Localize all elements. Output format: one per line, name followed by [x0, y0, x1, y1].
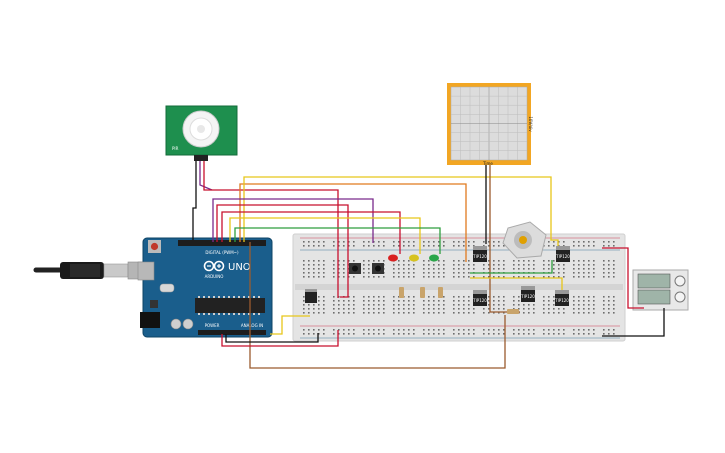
svg-text:TIP120: TIP120 — [555, 254, 570, 259]
wire-black[interactable] — [192, 161, 197, 240]
wire-yellow[interactable] — [470, 277, 563, 292]
dc-power-jack[interactable] — [140, 312, 160, 328]
wire-black[interactable] — [225, 333, 319, 343]
dc-motor[interactable] — [502, 221, 547, 259]
transistor[interactable]: TIP120 — [555, 246, 570, 262]
digital-header-label: DIGITAL (PWM~) — [205, 250, 239, 255]
transistor[interactable] — [305, 289, 317, 303]
crystal — [159, 283, 175, 293]
wire-purple[interactable] — [212, 198, 374, 243]
wire-black[interactable] — [602, 308, 665, 337]
wire-red[interactable] — [203, 161, 339, 298]
wire-red[interactable] — [602, 247, 644, 309]
resistor[interactable] — [507, 309, 519, 314]
usb-cable[interactable] — [33, 261, 145, 280]
wire-red[interactable] — [221, 211, 401, 254]
oscilloscope-probe-label: Time — [482, 161, 493, 166]
wire-yellow[interactable] — [229, 217, 421, 254]
arduino-brand-text: ARDUINO — [205, 274, 224, 279]
current-display — [637, 289, 671, 305]
transistor[interactable]: TIP120 — [520, 286, 535, 302]
transistor[interactable]: TIP120 — [472, 246, 487, 262]
wire-brown[interactable] — [249, 242, 506, 369]
capacitor — [170, 318, 182, 330]
pir-label: PIR — [172, 146, 179, 151]
arduino-uno[interactable]: DIGITAL (PWM~) UNO ARDUINO POWER ANALOG … — [137, 237, 273, 338]
chip-pins — [198, 296, 260, 315]
wires[interactable] — [192, 161, 665, 369]
svg-text:TIP120: TIP120 — [554, 298, 569, 303]
led-red[interactable] — [388, 254, 398, 262]
push-button[interactable] — [372, 263, 384, 274]
arduino-logo — [203, 260, 225, 272]
power-analog-header[interactable] — [198, 330, 266, 335]
wire-red[interactable] — [221, 330, 339, 347]
svg-text:TIP120: TIP120 — [520, 294, 535, 299]
resistor[interactable] — [399, 287, 404, 298]
wire-purple[interactable] — [199, 161, 213, 191]
atmega-chip — [195, 298, 265, 313]
oscilloscope[interactable]: Time 10V/div — [447, 83, 533, 166]
arduino-model-text: UNO — [228, 262, 251, 273]
regulator — [150, 300, 158, 308]
push-button[interactable] — [349, 263, 361, 274]
resistor[interactable] — [438, 287, 443, 298]
svg-text:TIP120: TIP120 — [472, 298, 487, 303]
wire-green[interactable] — [470, 260, 553, 274]
wire-green[interactable] — [234, 227, 441, 254]
led-yellow[interactable] — [409, 254, 419, 262]
digital-header[interactable] — [178, 240, 266, 246]
voltage-display — [637, 273, 671, 289]
oscilloscope-scale-label: 10V/div — [528, 116, 533, 132]
voltage-knob[interactable] — [674, 275, 686, 287]
oscilloscope-grid — [451, 87, 527, 160]
wire-yellow[interactable] — [243, 176, 559, 250]
analog-header-label: ANALOG IN — [241, 323, 263, 328]
transistor[interactable]: TIP120 — [554, 290, 569, 306]
resistor[interactable] — [420, 287, 425, 298]
power-supply[interactable] — [632, 269, 689, 311]
capacitor — [182, 318, 194, 330]
wire-yellow[interactable] — [270, 315, 310, 335]
transistor[interactable]: TIP120 — [472, 290, 487, 306]
current-knob[interactable] — [674, 291, 686, 303]
usb-port[interactable] — [137, 261, 155, 281]
breadboard[interactable] — [292, 233, 626, 342]
power-header-label: POWER — [205, 323, 220, 328]
pir-sensor[interactable]: PIR — [165, 105, 238, 161]
led-green[interactable] — [429, 254, 439, 262]
wire-red[interactable] — [216, 204, 349, 298]
svg-text:TIP120: TIP120 — [472, 254, 487, 259]
wire-orange[interactable] — [239, 183, 467, 262]
